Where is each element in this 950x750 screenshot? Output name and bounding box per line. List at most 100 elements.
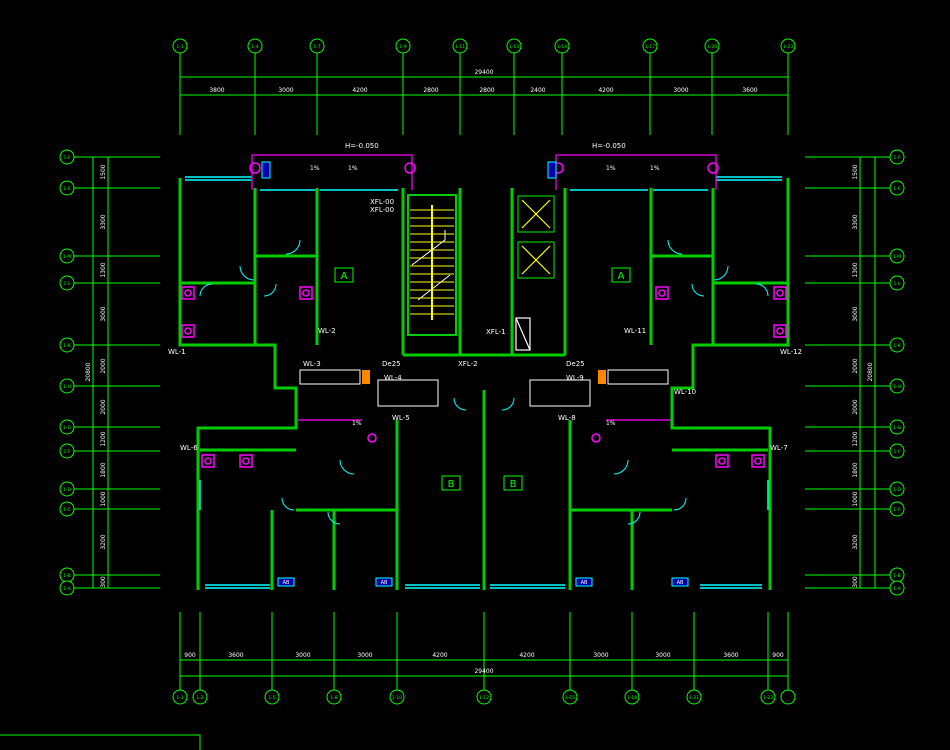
axis-label: 1-1 bbox=[176, 695, 183, 701]
pipe-markers bbox=[362, 370, 606, 384]
axis-label: 1-H bbox=[63, 384, 71, 390]
dimension: 3000 bbox=[100, 306, 107, 321]
axis-label: 1-M bbox=[63, 254, 71, 260]
pipe-label: XFL-00 bbox=[370, 198, 394, 206]
axis-label: 1-D bbox=[63, 487, 71, 493]
unit-label: A bbox=[341, 271, 348, 282]
axis-label: 1-E bbox=[893, 186, 900, 192]
pipe-label: WL-9 bbox=[566, 374, 584, 382]
pipe-label: WL-4 bbox=[384, 374, 402, 382]
dimension: 2000 bbox=[852, 358, 859, 373]
axis-label: 1-23 bbox=[783, 44, 793, 50]
axis-label: 1-21 bbox=[689, 695, 699, 701]
top-dimension-chain bbox=[179, 52, 789, 135]
axis-label: 1-L bbox=[894, 281, 901, 287]
slope-label: 1% bbox=[352, 420, 362, 427]
slope-label: 1% bbox=[310, 165, 320, 172]
axis-label: 1-K bbox=[63, 343, 71, 349]
pipe-label: XFL-00 bbox=[370, 206, 394, 214]
ab-tag: AB bbox=[283, 580, 290, 586]
dimension: 1300 bbox=[852, 262, 859, 277]
axis-label: 1-8 bbox=[330, 695, 337, 701]
axis-label: 1-M bbox=[893, 254, 901, 260]
dimension: 3600 bbox=[723, 652, 738, 659]
axis-label: 1-G bbox=[893, 425, 902, 431]
ab-tag: AB bbox=[381, 580, 388, 586]
axis-label: 1-4 bbox=[251, 44, 258, 50]
dimension: 2000 bbox=[100, 399, 107, 414]
left-dimension-text: 20800 1500 3300 1300 3000 2000 2000 1200… bbox=[85, 164, 107, 588]
axis-label: 1-7 bbox=[313, 44, 320, 50]
dimension: 1800 bbox=[100, 462, 107, 477]
dimension: 2000 bbox=[100, 358, 107, 373]
axis-label: 1-H bbox=[893, 384, 901, 390]
dimension: 3000 bbox=[278, 87, 293, 94]
axis-label: 1-G bbox=[63, 425, 72, 431]
right-dimension-chain bbox=[805, 156, 890, 589]
slope-label: 1% bbox=[650, 165, 660, 172]
top-axis-labels: 1-1 1-4 1-7 1-9 1-11 1-13 1-14 1-17 1-20… bbox=[176, 44, 793, 50]
pipe-label: WL-6 bbox=[180, 444, 198, 452]
axis-label: 1-1 bbox=[176, 44, 183, 50]
ab-tag: AB bbox=[677, 580, 684, 586]
balcony-outlines bbox=[251, 154, 717, 421]
dimension: 1800 bbox=[852, 462, 859, 477]
dimension: 4200 bbox=[598, 87, 613, 94]
annotation-labels: H=-0.050 H=-0.050 1% 1% 1% 1% 1% 1% XFL-… bbox=[168, 142, 802, 452]
dimension: 2400 bbox=[530, 87, 545, 94]
dimension: 900 bbox=[772, 652, 784, 659]
dimension: 3000 bbox=[357, 652, 372, 659]
slope-label: 1% bbox=[606, 165, 616, 172]
dimension: 3000 bbox=[673, 87, 688, 94]
pipe-label: XFL-2 bbox=[458, 360, 478, 368]
axis-label: 1-F bbox=[63, 155, 70, 161]
dimension: 300 bbox=[100, 576, 107, 588]
axis-label: 1-B bbox=[893, 573, 900, 579]
axis-label: 1-A bbox=[893, 586, 901, 592]
elevation-label: H=-0.050 bbox=[345, 142, 379, 150]
total-dimension: 20800 bbox=[85, 362, 92, 381]
bottom-dimension-text: 900 3600 3000 3000 4200 4200 3000 3000 3… bbox=[184, 652, 784, 675]
pipe-label: XFL-1 bbox=[486, 328, 506, 336]
unit-label: B bbox=[510, 479, 517, 490]
left-axis-labels: 1-F 1-E 1-M 1-L 1-K 1-H 1-G 1-F 1-D 1-C … bbox=[63, 155, 72, 592]
axis-label: 1-20 bbox=[707, 44, 717, 50]
dimension: 3600 bbox=[228, 652, 243, 659]
exterior-walls bbox=[178, 178, 790, 590]
elevation-label: H=-0.050 bbox=[592, 142, 626, 150]
top-dimension-text: 29400 3800 3000 4200 2800 2800 2400 4200… bbox=[209, 69, 757, 94]
dimension: 3000 bbox=[295, 652, 310, 659]
ab-tags: AB AB AB AB bbox=[261, 161, 689, 587]
dimension: 1500 bbox=[852, 164, 859, 179]
dimension: 3000 bbox=[655, 652, 670, 659]
pipe-label: WL-8 bbox=[558, 414, 576, 422]
dimension: 1300 bbox=[100, 262, 107, 277]
axis-label: 1-F bbox=[893, 155, 900, 161]
axis-label: 1-23 bbox=[763, 695, 773, 701]
unit-label: A bbox=[618, 271, 625, 282]
axis-label: 1-C bbox=[893, 507, 901, 513]
dimension: 3600 bbox=[742, 87, 757, 94]
pipe-size-label: De25 bbox=[382, 360, 401, 368]
axis-label: 1-9 bbox=[399, 44, 406, 50]
title-block-corner bbox=[0, 734, 201, 750]
total-dimension: 29400 bbox=[474, 668, 493, 675]
dimension: 300 bbox=[852, 576, 859, 588]
axis-label: 1-15 bbox=[565, 695, 575, 701]
dimension: 1000 bbox=[852, 491, 859, 506]
pipe-label: WL-7 bbox=[770, 444, 788, 452]
door-swings bbox=[199, 239, 769, 525]
right-axis-labels: 1-F 1-E 1-M 1-L 1-K 1-H 1-G 1-F 1-D 1-C … bbox=[893, 155, 902, 592]
axis-label: 1-11 bbox=[455, 44, 465, 50]
dimension: 3800 bbox=[209, 87, 224, 94]
dimension: 4200 bbox=[432, 652, 447, 659]
pipe-label: WL-1 bbox=[168, 348, 186, 356]
axis-label: 1-D bbox=[893, 487, 901, 493]
axis-label: 1-K bbox=[893, 343, 901, 349]
dimension: 3000 bbox=[593, 652, 608, 659]
left-dimension-chain bbox=[74, 156, 160, 589]
dimension: 900 bbox=[184, 652, 196, 659]
bottom-axis-labels: 1-1 1-2 1-5 1-8 1-10 1-12 1-15 1-18 1-21… bbox=[176, 695, 773, 701]
sanitary-fixtures bbox=[181, 162, 787, 468]
